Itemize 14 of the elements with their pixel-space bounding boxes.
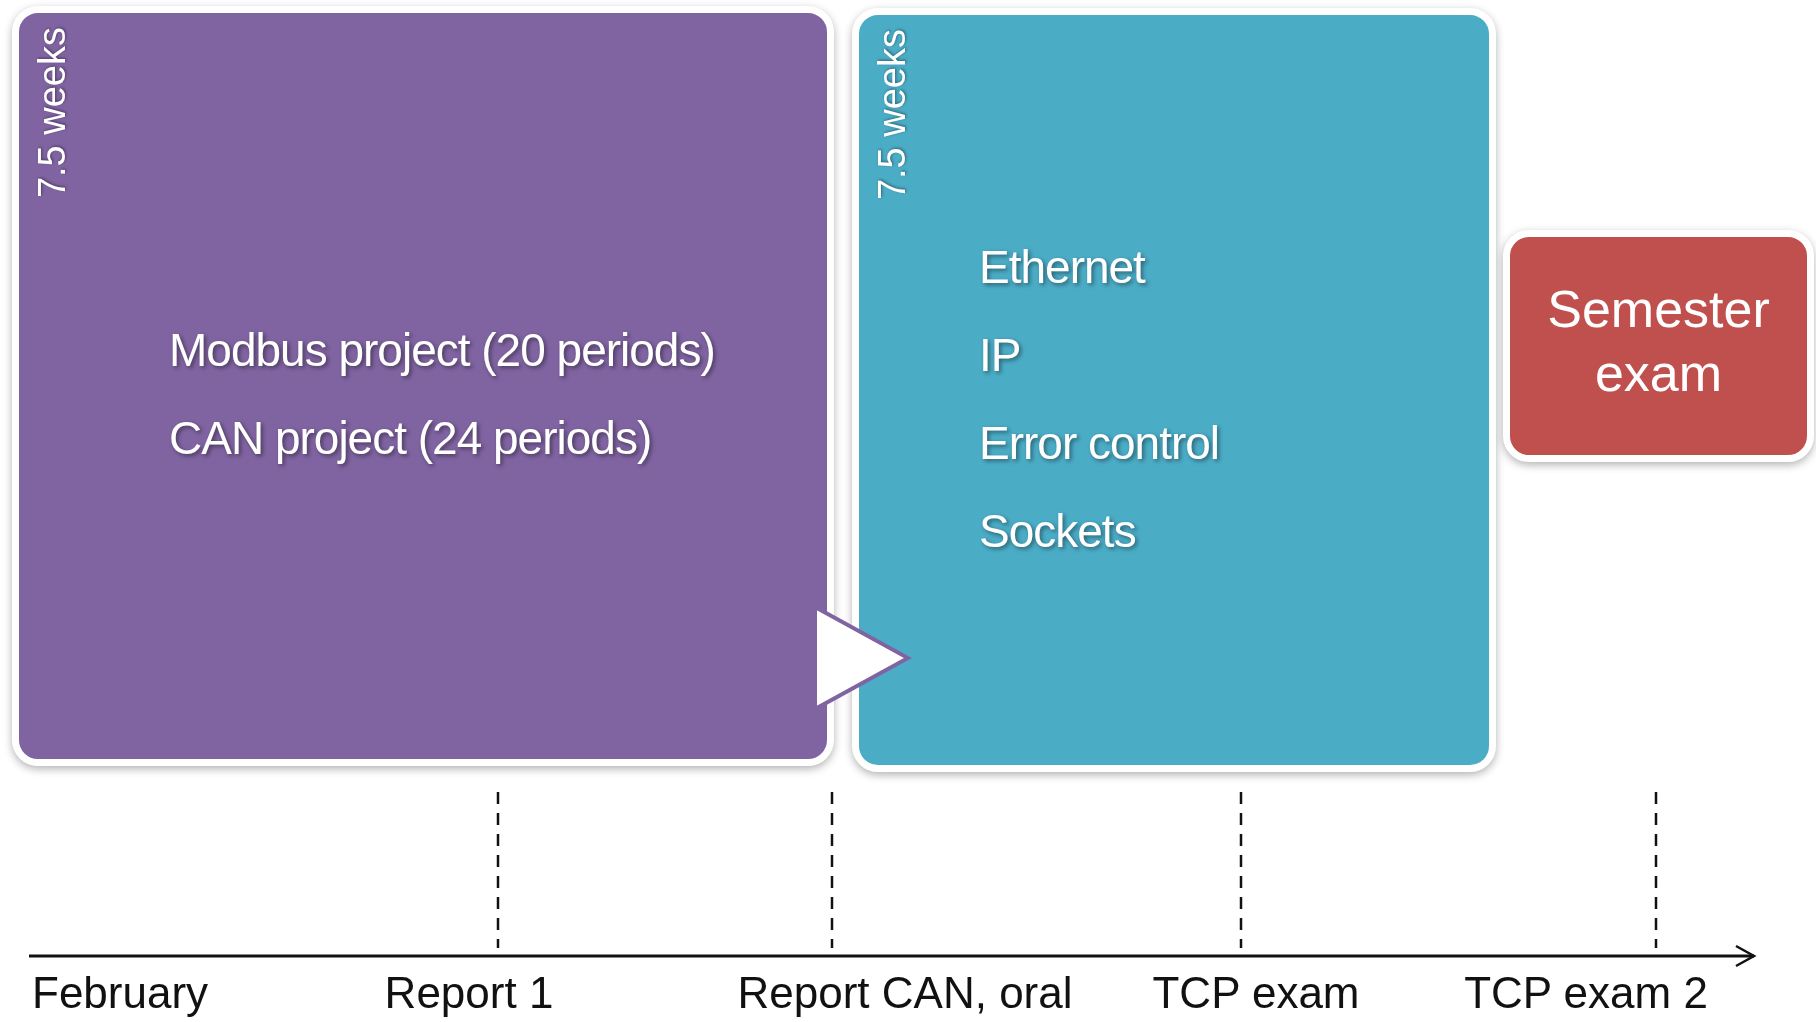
timeline-label: February xyxy=(32,968,209,1018)
exam-label: Semester exam xyxy=(1546,279,1771,404)
timeline-label: TCP exam 2 xyxy=(1464,968,1708,1018)
topic-label: Ethernet xyxy=(979,240,1145,294)
duration-label: 7.5 weeks xyxy=(33,27,71,199)
timeline-label: Report 1 xyxy=(384,968,554,1018)
duration-label: 7.5 weeks xyxy=(873,29,911,201)
topic-label: Error control xyxy=(979,416,1220,470)
topic-label: Modbus project (20 periods) xyxy=(169,323,715,377)
topic-label: IP xyxy=(979,328,1021,382)
topic-label: CAN project (24 periods) xyxy=(169,411,652,465)
topic-label: Sockets xyxy=(979,504,1136,558)
timeline-label: Report CAN, oral xyxy=(737,968,1073,1018)
timeline-label: TCP exam xyxy=(1152,968,1360,1018)
